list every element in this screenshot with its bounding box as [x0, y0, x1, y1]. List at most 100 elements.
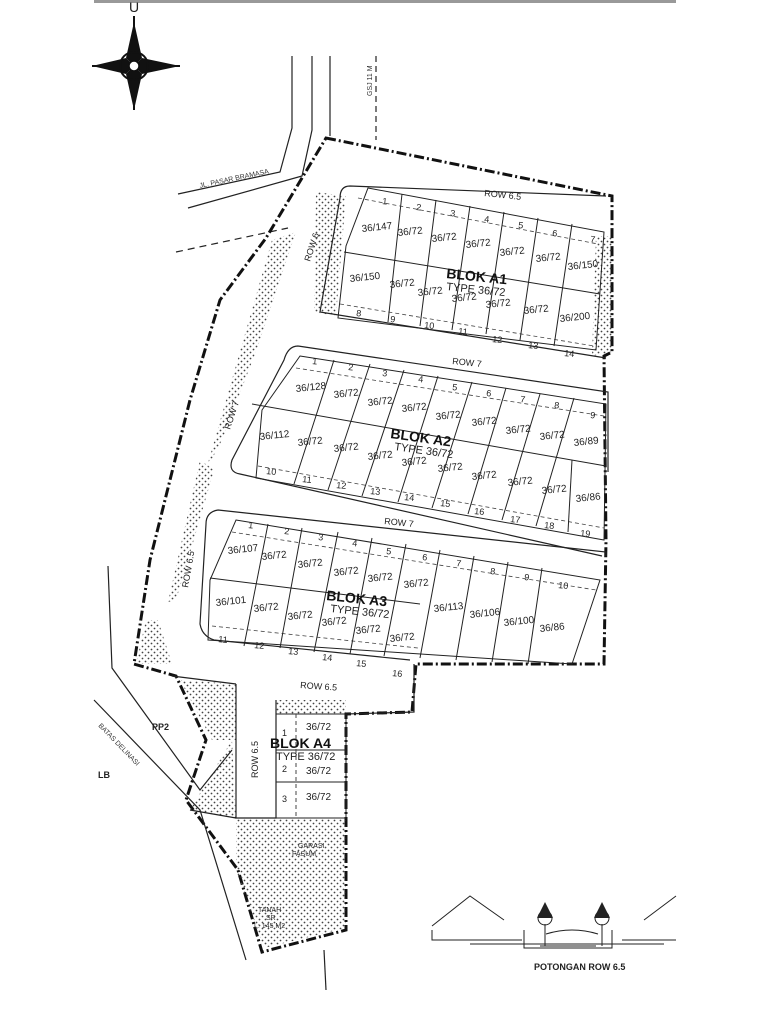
- lot-size: 36/72: [297, 557, 323, 571]
- row-label: ROW 6.5: [250, 741, 260, 778]
- lot-number: 2: [416, 202, 422, 212]
- lot-size: 36/113: [433, 601, 464, 615]
- row-label: ROW 6.5: [300, 680, 338, 693]
- lot-number: 7: [520, 394, 526, 404]
- row-label: ROW 7: [222, 399, 241, 430]
- area-label: GARASI: [298, 843, 325, 850]
- lot-size: 36/72: [397, 225, 423, 239]
- lot-size: 36/86: [539, 621, 565, 635]
- lot-number: 13: [528, 340, 539, 351]
- row-label: ROW 7: [452, 356, 482, 369]
- lot-size: 36/72: [306, 792, 331, 803]
- lot-number: 1: [382, 196, 388, 206]
- lot-number: 1: [282, 728, 287, 738]
- lot-number: 16: [392, 668, 403, 679]
- lot-size: 36/72: [431, 231, 457, 245]
- lot-number: 10: [424, 320, 435, 331]
- lot-number: 11: [218, 634, 228, 645]
- north-arrow-icon: U: [92, 0, 180, 110]
- lot-size: 36/72: [471, 415, 497, 429]
- lot-number: 3: [450, 208, 456, 218]
- lot-size: 36/106: [469, 607, 501, 621]
- lot-number: 19: [580, 528, 591, 539]
- lot-size: 36/72: [523, 303, 549, 317]
- lot-size: 36/72: [539, 429, 565, 443]
- lot-size: 36/72: [287, 609, 313, 623]
- lot-size: 36/72: [499, 245, 525, 259]
- lot-size: 36/72: [333, 565, 359, 579]
- row-label: ROW 6.5: [484, 188, 522, 202]
- lot-size: 36/150: [349, 271, 381, 285]
- block-title: BLOK A4: [270, 735, 331, 751]
- lot-size: 36/72: [401, 455, 427, 469]
- lot-size: 36/72: [367, 395, 393, 409]
- lot-number: 5: [386, 546, 392, 556]
- lot-size: 36/72: [507, 475, 533, 489]
- lot-size: 36/86: [575, 491, 601, 505]
- lot-size: 36/72: [367, 571, 393, 585]
- lot-number: 1: [312, 356, 318, 366]
- lot-number: 14: [404, 492, 415, 503]
- row-label: ROW 7: [384, 516, 414, 529]
- lot-size: 36/72: [535, 251, 561, 265]
- lot-number: 4: [352, 538, 358, 548]
- lot-number: 10: [558, 580, 569, 591]
- svg-text:U: U: [129, 0, 139, 15]
- lot-number: 5: [518, 220, 524, 230]
- area-label: FASUM: [292, 851, 316, 858]
- lot-number: 2: [348, 362, 354, 372]
- block-a1: [337, 187, 605, 351]
- lot-number: 16: [474, 506, 485, 517]
- lot-number: 3: [382, 368, 388, 378]
- lot-number: 12: [254, 640, 265, 651]
- lot-number: 12: [492, 334, 503, 345]
- lot-size: 36/72: [297, 435, 323, 449]
- lot-size: 36/72: [403, 577, 429, 591]
- row-label: ROW 6.5: [180, 550, 196, 588]
- tree-icon: [537, 902, 610, 918]
- lot-number: 6: [552, 228, 558, 238]
- lot-size: 36/72: [435, 409, 461, 423]
- lot-size: 36/72: [306, 722, 331, 733]
- lot-size: 36/112: [259, 429, 290, 443]
- lot-size: 36/72: [417, 285, 443, 299]
- lot-size: 36/72: [321, 615, 347, 629]
- lot-number: 9: [390, 314, 396, 324]
- green-strips: [136, 192, 612, 948]
- lot-size: 36/72: [541, 483, 567, 497]
- lot-number: 8: [356, 308, 362, 318]
- access-roads: [175, 56, 377, 253]
- lot-size: 36/107: [227, 543, 259, 557]
- block-type: TYPE 36/72: [276, 751, 335, 763]
- road-label-gsj: GSJ 11 M: [367, 65, 374, 96]
- lot-size: 36/147: [361, 221, 393, 235]
- lot-size: 36/200: [559, 311, 591, 325]
- lot-number: 9: [524, 572, 530, 582]
- lot-size: 36/72: [401, 401, 427, 415]
- row-outlines: [171, 185, 609, 819]
- lot-size: 36/72: [306, 766, 331, 777]
- lot-number: 8: [490, 566, 496, 576]
- area-label: L: 145 M2: [254, 923, 285, 930]
- lot-size: 36/101: [215, 595, 247, 609]
- lot-size: 36/72: [437, 461, 463, 475]
- lot-number: 15: [356, 658, 367, 669]
- area-label: TANAH: [258, 907, 281, 914]
- lot-size: 36/72: [355, 623, 381, 637]
- boundary-label: BATAS DELINASI: [97, 723, 141, 768]
- lot-size: 36/72: [367, 449, 393, 463]
- lot-number: 17: [510, 514, 521, 525]
- lot-number: 4: [484, 214, 490, 224]
- top-border: [94, 0, 676, 3]
- lot-number: 13: [370, 486, 381, 497]
- lot-number: 11: [302, 474, 312, 485]
- lot-size: 36/150: [567, 259, 599, 273]
- lot-size: 36/72: [261, 549, 287, 563]
- block-a2: [251, 355, 607, 541]
- lot-number: 10: [266, 466, 277, 477]
- lot-size: 36/72: [333, 441, 359, 455]
